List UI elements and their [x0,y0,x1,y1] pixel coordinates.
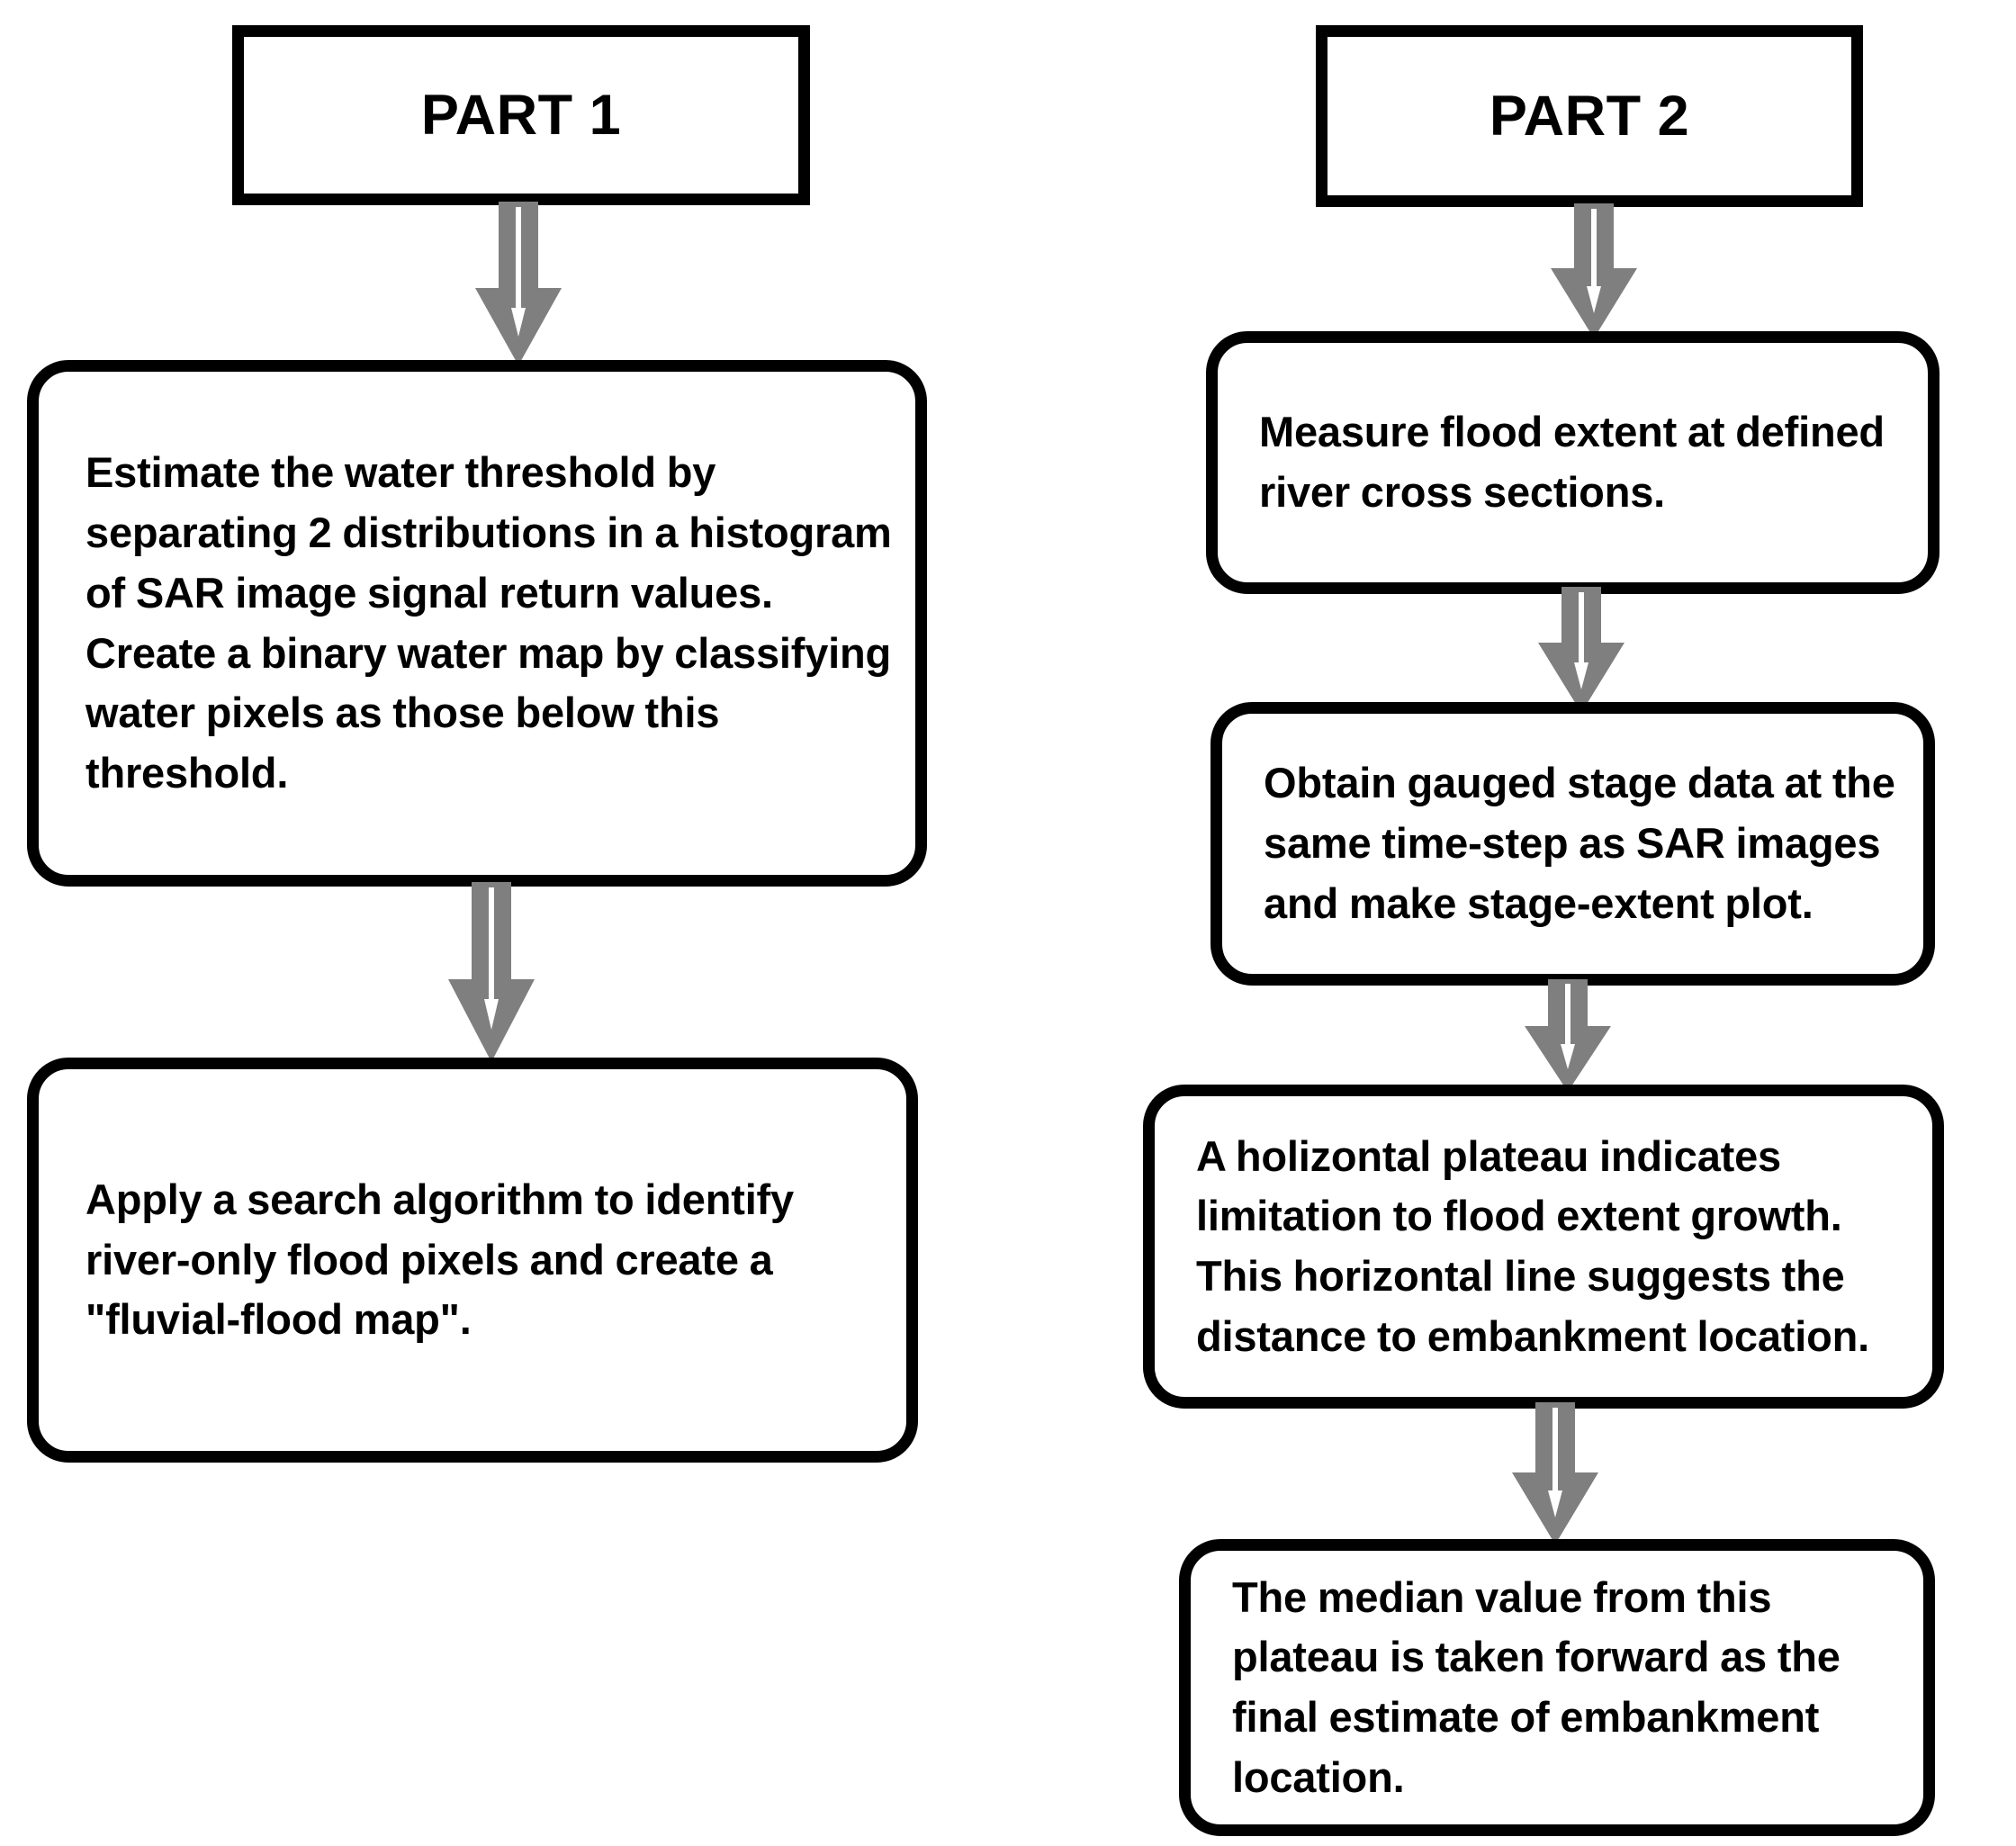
part2-arrow-step1-to-step2 [1538,587,1624,713]
part2-step1-box: Measure flood extent at defined river cr… [1206,331,1940,594]
part1-step2-text: Apply a search algorithm to identify riv… [86,1175,794,1344]
part1-header-label: PART 1 [420,83,622,147]
part2-step1-text: Measure flood extent at defined river cr… [1259,408,1885,516]
part1-arrow-header-to-step1 [475,202,562,365]
part1-header-box: PART 1 [232,25,810,205]
part1-step1-text: Estimate the water threshold by separati… [86,448,892,797]
part2-step3-box: A holizontal plateau indicates limitatio… [1143,1085,1944,1409]
part2-step2-text: Obtain gauged stage data at the same tim… [1264,759,1895,927]
part2-arrow-step2-to-step3 [1525,979,1611,1092]
part2-step4-text: The median value from this plateau is ta… [1232,1572,1840,1801]
part2-header-box: PART 2 [1316,25,1863,207]
part2-step4-box: The median value from this plateau is ta… [1179,1539,1935,1836]
part1-arrow-step1-to-step2 [448,882,535,1062]
part2-arrow-step3-to-step4 [1512,1402,1598,1544]
part2-step2-box: Obtain gauged stage data at the same tim… [1210,702,1935,986]
part2-step3-text: A holizontal plateau indicates limitatio… [1196,1131,1869,1360]
part2-arrow-header-to-step1 [1551,203,1637,338]
part1-step2-box: Apply a search algorithm to identify riv… [27,1058,918,1463]
part1-step1-box: Estimate the water threshold by separati… [27,360,927,887]
part2-header-label: PART 2 [1489,84,1690,148]
